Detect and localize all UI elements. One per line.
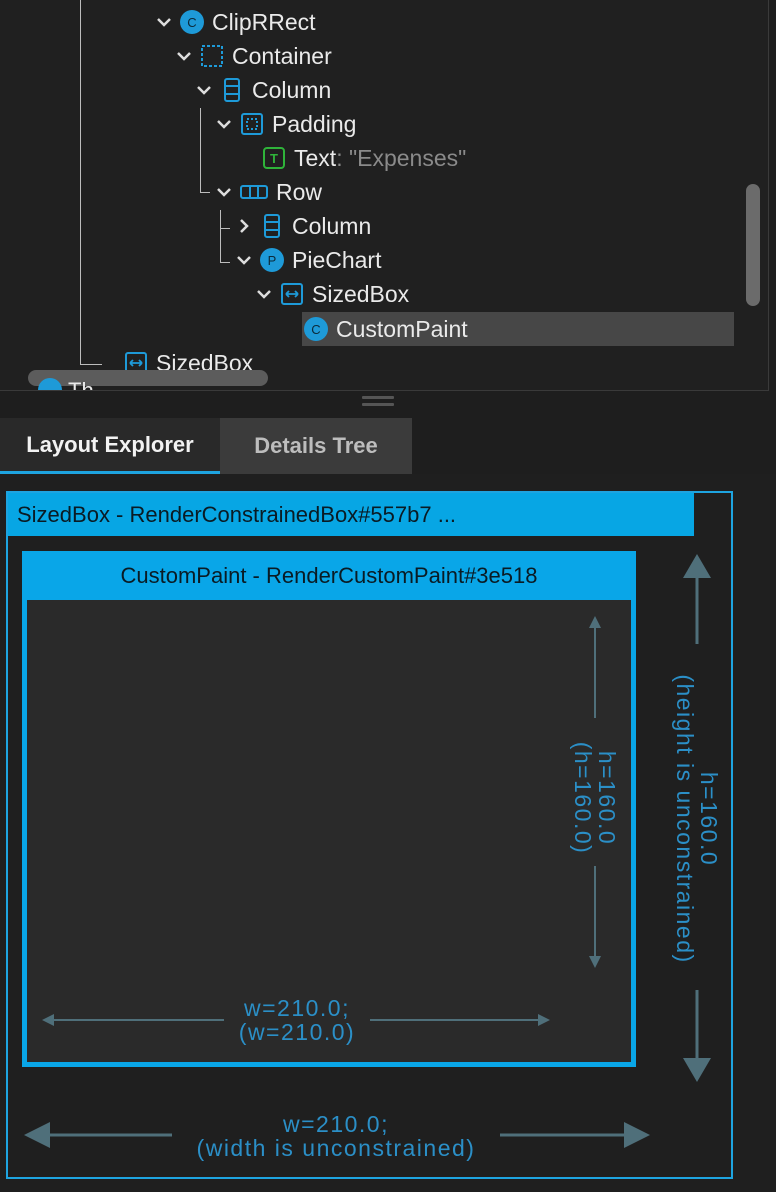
tree-row-piechart[interactable]: P PieChart [234, 243, 381, 277]
inner-height-constraint: (h=160.0) [570, 741, 596, 855]
inner-width-label: w=210.0; (w=210.0) [197, 996, 397, 1046]
tree-node-label: Row [276, 178, 323, 205]
tree-row-padding[interactable]: Padding [214, 107, 356, 141]
outer-height-constraint: (height is unconstrained) [672, 674, 698, 964]
tab-layout-explorer[interactable]: Layout Explorer [0, 418, 220, 474]
circle-icon [38, 378, 62, 390]
column-icon [260, 214, 284, 238]
chevron-down-icon[interactable] [214, 182, 234, 202]
vertical-scrollbar[interactable] [746, 184, 760, 306]
selected-row-highlight [302, 312, 734, 346]
chevron-down-icon[interactable] [214, 114, 234, 134]
outer-width-value: w=210.0; [283, 1111, 389, 1137]
inner-height-arrow [589, 616, 601, 968]
chevron-down-icon[interactable] [194, 80, 214, 100]
chevron-right-icon[interactable] [234, 216, 254, 236]
row-icon [240, 180, 268, 204]
tree-row-row[interactable]: Row [214, 175, 322, 209]
inner-width-constraint: (w=210.0) [238, 1019, 356, 1045]
tree-guide-line [220, 228, 230, 229]
text-icon: T [262, 146, 286, 170]
outer-height-value: h=160.0 [696, 771, 722, 867]
tree-node-value: : "Expenses" [336, 144, 467, 171]
tree-guide-line [220, 262, 230, 263]
sizedbox-title[interactable]: SizedBox - RenderConstrainedBox#557b7 ..… [8, 493, 694, 536]
tree-node-label: Container [232, 42, 332, 69]
sizedbox-icon [280, 282, 304, 306]
tab-bar: Layout Explorer Details Tree [0, 418, 412, 474]
outer-width-arrow [24, 1122, 650, 1148]
tree-row-text[interactable]: T Text: "Expenses" [256, 141, 466, 175]
tree-node-label: Text [294, 144, 337, 171]
tree-guide-line [80, 0, 81, 364]
horizontal-scrollbar[interactable] [28, 370, 268, 386]
circle-p-icon: P [260, 248, 284, 272]
tree-row-column[interactable]: Column [234, 209, 371, 243]
tree-row-custompaint[interactable]: C CustomPaint [298, 312, 468, 346]
inner-width-value: w=210.0; [244, 995, 350, 1021]
chevron-down-icon[interactable] [254, 284, 274, 304]
tree-row-column[interactable]: Column [194, 73, 331, 107]
widget-tree-panel: C ClipRRect Container Column Padding T T… [0, 0, 769, 391]
tab-details-tree[interactable]: Details Tree [220, 418, 412, 474]
inner-height-value: h=160.0 [594, 750, 620, 846]
chevron-down-icon[interactable] [234, 250, 254, 270]
custompaint-box[interactable] [22, 551, 636, 1067]
panel-resize-handle[interactable] [362, 396, 394, 410]
svg-text:T: T [270, 151, 278, 166]
chevron-down-icon[interactable] [174, 46, 194, 66]
column-icon [220, 78, 244, 102]
tree-node-label: Th [68, 378, 94, 391]
padding-icon [240, 112, 264, 136]
inner-height-label: h=160.0 (h=160.0) [567, 703, 620, 893]
tree-row-sizedbox[interactable]: SizedBox [254, 277, 409, 311]
tree-node-label: SizedBox [312, 280, 410, 307]
tree-row-cliprrect[interactable]: C ClipRRect [154, 5, 316, 39]
tree-guide-line [80, 364, 102, 365]
inner-width-arrow [42, 1014, 550, 1026]
outer-width-constraint: (width is unconstrained) [196, 1135, 476, 1161]
tree-guide-line [200, 108, 201, 192]
outer-height-label: h=160.0 (height is unconstrained) [669, 649, 722, 989]
tree-node-label: Column [252, 76, 332, 103]
circle-c-icon: C [180, 10, 204, 34]
tree-guide-line [220, 210, 221, 262]
outer-height-arrow [683, 554, 711, 1082]
tree-node-label: PieChart [292, 246, 382, 273]
chevron-down-icon[interactable] [154, 12, 174, 32]
tree-row-partial[interactable]: Th [38, 378, 94, 391]
tree-node-label: Padding [272, 110, 357, 137]
custompaint-title[interactable]: CustomPaint - RenderCustomPaint#3e518 [22, 551, 636, 600]
tree-node-label: ClipRRect [212, 8, 316, 35]
container-icon [200, 44, 224, 68]
tree-guide-line [200, 192, 210, 193]
circle-c-icon: C [304, 317, 328, 341]
tree-node-label: CustomPaint [336, 315, 468, 342]
outer-width-label: w=210.0; (width is unconstrained) [166, 1112, 506, 1162]
tree-row-container[interactable]: Container [174, 39, 332, 73]
tree-node-label: Column [292, 212, 372, 239]
sizedbox-outline[interactable] [6, 491, 733, 1179]
